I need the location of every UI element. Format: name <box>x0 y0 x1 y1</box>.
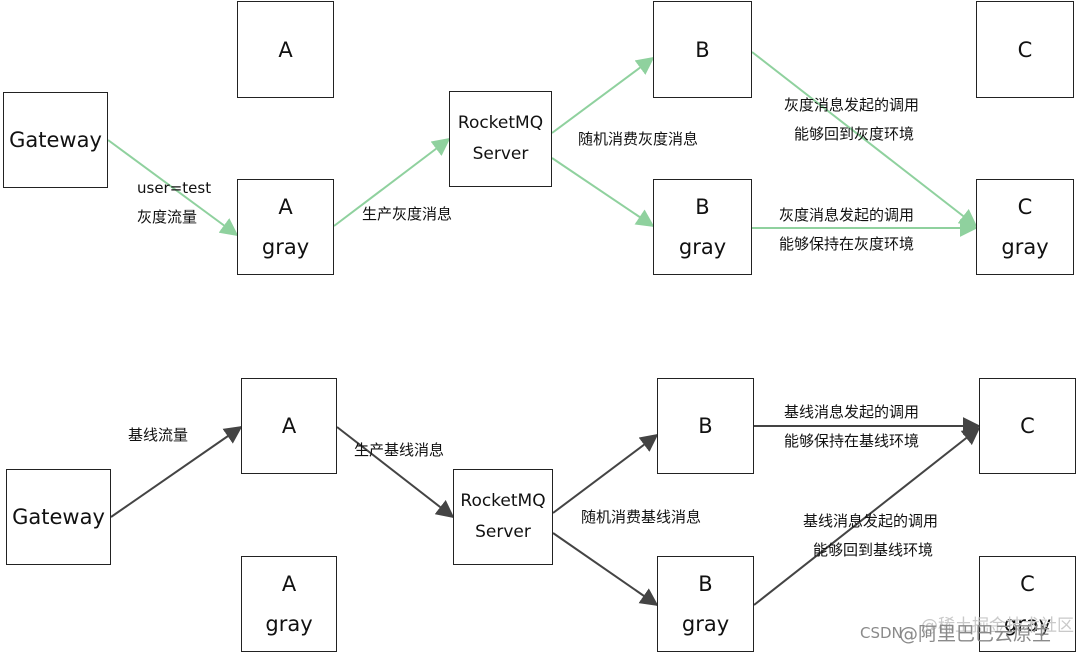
top-b-node: B <box>653 1 752 98</box>
bottom-edge-label-a-server: 生产基线消息 <box>354 436 444 465</box>
top-edge-label-gateway-agray: user=test 灰度流量 <box>137 174 211 232</box>
node-label: A <box>278 195 293 219</box>
node-sublabel: Server <box>475 522 531 542</box>
node-label: A <box>281 572 297 596</box>
edge-label-line: 能够保持在灰度环境 <box>779 235 915 253</box>
node-label: Gateway <box>12 505 105 529</box>
bottom-edge-label-b-c: 基线消息发起的调用 能够保持在基线环境 <box>784 398 919 456</box>
bottom-b-gray-node: B gray <box>657 556 754 652</box>
edge-top-gateway-agray <box>107 139 239 237</box>
node-label: B <box>698 572 713 596</box>
node-label: RocketMQ <box>460 491 546 511</box>
edge-bottom-a-server <box>336 426 455 519</box>
watermark-juejin: @稀土掘金技术社区 <box>921 616 1074 636</box>
node-label: Gateway <box>9 128 102 152</box>
node-sublabel: gray <box>261 235 310 259</box>
node-sublabel: gray <box>678 235 727 259</box>
bottom-edge-label-gateway-a: 基线流量 <box>128 421 188 450</box>
edge-label-line: 基线流量 <box>128 426 189 444</box>
node-label: C <box>1017 37 1033 62</box>
top-edge-label-agray-server: 生产灰度消息 <box>362 200 452 229</box>
node-label: B <box>695 195 710 219</box>
node-label: C <box>1017 195 1033 219</box>
top-gateway-node: Gateway <box>3 92 108 188</box>
edge-label-line: 灰度流量 <box>137 208 198 226</box>
edge-top-server-b <box>551 56 655 134</box>
edge-top-server-bgray <box>551 157 655 228</box>
bottom-b-node: B <box>657 378 754 474</box>
edge-bottom-bgray-c <box>753 426 981 606</box>
watermark-alibaba: @阿里巴巴云原生 <box>899 623 1052 645</box>
edge-label-line: 随机消费灰度消息 <box>578 130 699 148</box>
node-label: A <box>278 37 293 62</box>
node-label: C <box>1020 414 1035 438</box>
top-a-node: A <box>237 1 334 98</box>
top-edge-label-server-b: 随机消费灰度消息 <box>578 125 698 154</box>
node-label: B <box>695 37 710 62</box>
node-sublabel: gray <box>681 612 730 636</box>
top-c-gray-node: C gray <box>976 179 1074 275</box>
node-sublabel: gray <box>1003 612 1052 636</box>
bottom-gateway-node: Gateway <box>6 469 111 565</box>
edge-label-line: 能够回到灰度环境 <box>794 125 915 143</box>
bottom-a-node: A <box>241 378 337 474</box>
edge-bottom-server-b <box>552 433 659 514</box>
edge-label-line: 灰度消息发起的调用 <box>779 206 915 224</box>
node-sublabel: gray <box>265 612 313 636</box>
top-a-gray-node: A gray <box>237 179 334 275</box>
edge-label-line: 能够回到基线环境 <box>813 541 934 559</box>
node-label: A <box>281 414 297 438</box>
watermark-csdn: CSDN <box>860 624 903 642</box>
top-rocketmq-server-node: RocketMQ Server <box>449 91 552 187</box>
edge-label-line: 随机消费基线消息 <box>581 508 702 526</box>
node-sublabel: gray <box>1001 235 1049 259</box>
edge-label-line: 基线消息发起的调用 <box>803 512 939 530</box>
node-label: B <box>698 414 713 438</box>
edge-bottom-server-bgray <box>552 532 659 607</box>
edge-label-line: 生产灰度消息 <box>362 205 453 223</box>
bottom-a-gray-node: A gray <box>241 556 337 652</box>
bottom-c-gray-node: C gray <box>979 556 1076 652</box>
top-b-gray-node: B gray <box>653 179 752 275</box>
bottom-rocketmq-server-node: RocketMQ Server <box>453 469 553 565</box>
node-sublabel: Server <box>472 144 529 164</box>
top-c-node: C <box>976 1 1074 98</box>
bottom-edge-label-bgray-c: 基线消息发起的调用 能够回到基线环境 <box>803 507 938 565</box>
bottom-edge-label-server-b: 随机消费基线消息 <box>581 503 701 532</box>
top-edge-label-bgray-cgray: 灰度消息发起的调用 能够保持在灰度环境 <box>779 201 914 259</box>
edge-label-line: 生产基线消息 <box>354 441 445 459</box>
edge-top-b-cgray <box>751 51 978 228</box>
edge-label-line: user=test <box>137 179 212 197</box>
edge-label-line: 灰度消息发起的调用 <box>784 96 920 114</box>
node-label: RocketMQ <box>457 113 544 133</box>
edge-top-agray-server <box>333 137 451 227</box>
edge-label-line: 能够保持在基线环境 <box>784 432 920 450</box>
top-edge-label-b-cgray: 灰度消息发起的调用 能够回到灰度环境 <box>784 91 919 149</box>
edge-label-line: 基线消息发起的调用 <box>784 403 920 421</box>
edge-bottom-gateway-a <box>110 425 243 518</box>
bottom-c-node: C <box>979 378 1076 474</box>
node-label: C <box>1020 572 1035 596</box>
